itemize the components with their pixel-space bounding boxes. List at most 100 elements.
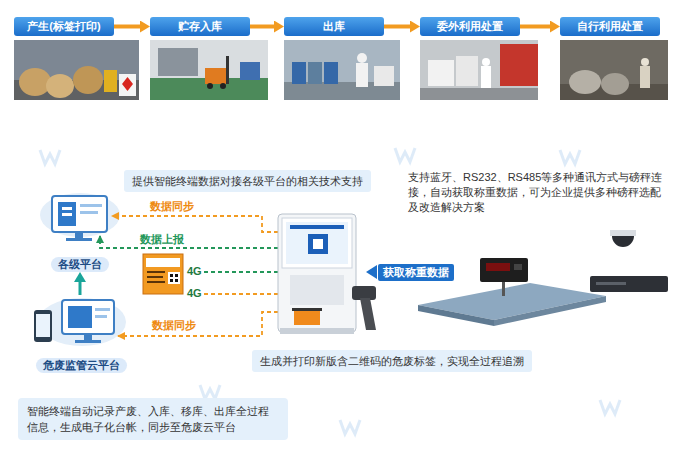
smart-terminal-part [308, 234, 328, 254]
camera-part [610, 230, 636, 236]
photo-outbound-part [324, 62, 338, 84]
platform-icon-part [80, 204, 102, 207]
smart-terminal-part [290, 275, 344, 305]
hazard-label-part [147, 276, 163, 278]
watermark-part [200, 385, 220, 399]
process-step: 产生(标签打印) [14, 17, 114, 36]
cloud-platform-icon-part [75, 340, 101, 343]
hazard-label-part [175, 279, 178, 282]
cloud-platform-icon-part [84, 334, 92, 340]
hazard-label-part [175, 274, 178, 277]
camera-part [596, 282, 626, 285]
photo-self-disposal-part [560, 40, 668, 100]
cloud-platform-icon-part [95, 315, 107, 318]
platform-icon-part [58, 202, 76, 226]
photo-storage [150, 40, 268, 100]
process-step: 出库 [284, 17, 384, 36]
photo-storage-part [207, 83, 213, 89]
data-wire-part [204, 293, 278, 295]
flow-label: 数据同步 [150, 319, 198, 332]
platform-icon-part [75, 232, 83, 238]
weight-arrow [366, 265, 377, 279]
node-text: 各级平台 [51, 257, 109, 272]
platform-node: 危废监管云平台 [25, 295, 137, 373]
cloud-platform-icon-part [95, 308, 110, 311]
barcode-scanner [352, 286, 376, 330]
photo-production-part [46, 74, 74, 98]
node-text: 智能终端自动记录产废、入库、移库、出库全过程信息，生成电子化台帐，同步至危废云平… [27, 403, 279, 435]
watermark-part [40, 150, 60, 164]
watermark-part [600, 400, 620, 414]
camera [590, 230, 668, 292]
watermark-part [340, 420, 360, 434]
flow-arrow [250, 25, 278, 29]
flow-arrow [384, 25, 414, 29]
hazard-label-part [170, 279, 173, 282]
platform-icon-part [62, 207, 72, 210]
node-text: 危废监管云平台 [36, 358, 127, 373]
photo-outsourced-disposal-part [482, 58, 490, 66]
platform-scale-part [514, 264, 522, 270]
hazard-label-part [146, 258, 180, 267]
description-text: 支持蓝牙、RS232、RS485等多种通讯方式与磅秤连接，自动获取称重数据，可为… [408, 170, 670, 215]
node-text: 贮存入库 [158, 17, 242, 36]
photo-self-disposal-part [569, 70, 601, 94]
data-wire-part [118, 312, 278, 336]
flow-arrow [520, 25, 554, 29]
platform-icon-part [52, 196, 107, 232]
node-text: 提供智能终端数据对接各级平台的相关技术支持 [132, 174, 363, 188]
hazard-label-part [170, 274, 173, 277]
hazard-label-part [147, 271, 165, 273]
weight-arrow-part [366, 265, 377, 279]
photo-storage-part [150, 40, 268, 100]
process-step: 贮存入库 [150, 17, 250, 36]
smart-terminal-part [278, 214, 356, 332]
barcode-scanner-part [360, 298, 376, 330]
platform-icon-part [62, 213, 72, 216]
cloud-platform-icon-part [68, 306, 92, 328]
smart-terminal [278, 214, 356, 334]
photo-production-part [73, 66, 103, 94]
data-wire-part [100, 236, 278, 248]
watermark-part [395, 148, 415, 162]
photo-self-disposal-part [641, 58, 649, 66]
photo-outbound-part [292, 62, 306, 84]
camera-part [612, 236, 634, 247]
cloud-platform-icon [34, 298, 126, 346]
node-text: 出库 [292, 17, 376, 36]
photo-outbound-part [356, 63, 368, 87]
cloud-platform-icon-part [34, 310, 52, 342]
platform-icon [40, 193, 120, 241]
photo-production-part [122, 77, 133, 91]
photo-outsourced-disposal-part [481, 66, 491, 88]
platform-scale-part [494, 296, 606, 326]
network-label: 4G [187, 265, 202, 278]
photo-storage-part [158, 48, 198, 76]
node-text: 自行利用处置 [568, 17, 652, 36]
node-text: 生成并打印新版含二维码的危废标签，实现全过程追溯 [260, 354, 524, 368]
smart-terminal-part [294, 311, 320, 325]
photo-outbound [284, 40, 400, 100]
photo-outbound-part [308, 62, 322, 84]
hazard-label [143, 254, 183, 294]
node-text: 委外利用处置 [428, 17, 512, 36]
photo-outsourced-disposal [420, 40, 538, 100]
platform-node: 各级平台 [35, 194, 125, 272]
smart-terminal-part [292, 308, 322, 311]
photo-production [14, 40, 139, 100]
photo-self-disposal [560, 40, 668, 100]
photo-outsourced-disposal-part [420, 40, 538, 100]
photo-storage-part [226, 56, 229, 84]
flow-arrow [114, 25, 144, 29]
process-step: 委外利用处置 [420, 17, 520, 36]
camera-part [590, 276, 668, 292]
smart-terminal-part [313, 239, 323, 249]
photo-storage-part [205, 68, 227, 84]
cloud-platform-icon-part [62, 300, 114, 334]
photo-outbound-part [357, 53, 367, 63]
note-box: 生成并打印新版含二维码的危废标签，实现全过程追溯 [252, 350, 532, 372]
hazard-label-part [147, 281, 165, 283]
photo-outsourced-disposal-part [500, 44, 538, 86]
photo-production-part [119, 74, 136, 96]
